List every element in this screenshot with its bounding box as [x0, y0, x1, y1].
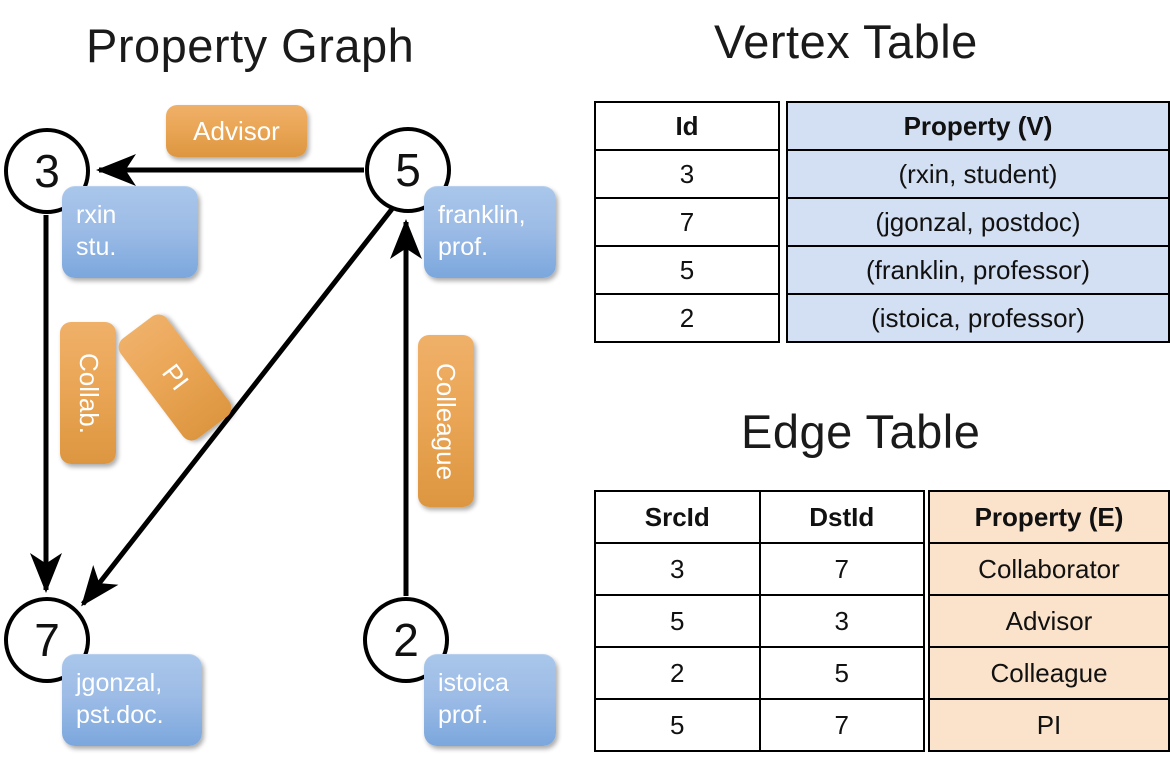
node-5[interactable]: 5 [365, 127, 451, 213]
node-property-jgonzal-line1: jgonzal, [76, 669, 163, 697]
edge-table-cell-dstid: 3 [758, 594, 925, 648]
edge-table-cell-srcid: 5 [594, 698, 761, 752]
table-row[interactable]: 5 3 [594, 594, 925, 648]
edge-table-cell-dstid: 7 [758, 542, 925, 596]
edge-table-cell-srcid: 5 [594, 594, 761, 648]
table-row[interactable]: 5 7 [594, 698, 925, 752]
table-row[interactable]: 3 7 [594, 542, 925, 596]
vertex-table-header-property: Property (V) [786, 101, 1170, 151]
node-property-rxin-line2: stu. [76, 233, 117, 261]
edge-table-header-property: Property (E) [928, 490, 1170, 544]
vertex-table-cell-property: (rxin, student) [786, 149, 1170, 199]
edge-table-cell-dstid: 5 [758, 646, 925, 700]
table-row[interactable]: (franklin, professor) [786, 245, 1170, 295]
page-title-vertex-table: Vertex Table [714, 15, 978, 68]
edge-table-cell-dstid: 7 [758, 698, 925, 752]
node-3-label: 3 [34, 145, 60, 197]
node-2[interactable]: 2 [363, 597, 449, 683]
table-row[interactable]: 3 [594, 149, 780, 199]
node-property-jgonzal[interactable]: jgonzal, pst.doc. [62, 654, 202, 746]
node-property-franklin-line1: franklin, [438, 201, 526, 229]
edge-label-colleague[interactable]: Colleague [418, 335, 474, 507]
edge-table-src-dst-columns: SrcId DstId 3 7 5 3 2 5 5 7 [594, 490, 925, 752]
table-row[interactable]: 7 [594, 197, 780, 247]
table-row[interactable]: 2 [594, 293, 780, 343]
edge-label-pi-text: PI [156, 358, 195, 397]
node-property-istoica-line2: prof. [438, 701, 489, 729]
table-row[interactable]: (istoica, professor) [786, 293, 1170, 343]
edge-table-cell-srcid: 3 [594, 542, 761, 596]
edge-table-cell-property: Advisor [928, 594, 1170, 648]
edge-label-colleague-text: Colleague [431, 362, 462, 480]
edge-table-cell-property: Colleague [928, 646, 1170, 700]
table-header-row: Property (E) [928, 490, 1170, 544]
table-row[interactable]: Collaborator [928, 542, 1170, 596]
node-7-label: 7 [34, 614, 60, 666]
table-header-row: Property (V) [786, 101, 1170, 151]
vertex-table-cell-property: (jgonzal, postdoc) [786, 197, 1170, 247]
node-5-label: 5 [395, 144, 421, 196]
node-property-rxin-line1: rxin [76, 201, 117, 229]
edge-table-header-srcid: SrcId [594, 490, 761, 544]
edge-label-collab-text: Collab. [73, 352, 104, 434]
node-property-franklin-line2: prof. [438, 233, 489, 261]
vertex-table-cell-id: 7 [594, 197, 780, 247]
table-row[interactable]: Advisor [928, 594, 1170, 648]
page-title-property-graph: Property Graph [86, 19, 415, 72]
vertex-table-cell-id: 3 [594, 149, 780, 199]
edge-table-cell-property: Collaborator [928, 542, 1170, 596]
page-title-edge-table: Edge Table [741, 405, 981, 458]
node-2-label: 2 [393, 614, 419, 666]
table-row[interactable]: (jgonzal, postdoc) [786, 197, 1170, 247]
table-row[interactable]: 2 5 [594, 646, 925, 700]
edge-table-cell-srcid: 2 [594, 646, 761, 700]
edge-table-property-column: Property (E) Collaborator Advisor Collea… [928, 490, 1170, 752]
node-property-istoica[interactable]: istoica prof. [424, 654, 556, 746]
vertex-table-cell-id: 5 [594, 245, 780, 295]
property-graph-panel: Property Graph Advisor Collab. P [4, 19, 556, 746]
vertex-table-header-id: Id [594, 101, 780, 151]
node-property-rxin[interactable]: rxin stu. [62, 186, 198, 278]
edge-label-advisor-text: Advisor [193, 115, 280, 146]
vertex-table-cell-id: 2 [594, 293, 780, 343]
table-header-row: Id [594, 101, 780, 151]
edge-label-collab[interactable]: Collab. [60, 322, 116, 464]
table-row[interactable]: PI [928, 698, 1170, 752]
table-row[interactable]: (rxin, student) [786, 149, 1170, 199]
table-header-row: SrcId DstId [594, 490, 925, 544]
vertex-table-property-column: Property (V) (rxin, student) (jgonzal, p… [786, 101, 1170, 343]
vertex-table-cell-property: (franklin, professor) [786, 245, 1170, 295]
vertex-table-cell-property: (istoica, professor) [786, 293, 1170, 343]
vertex-table-id-column: Id 3 7 5 2 [594, 101, 780, 343]
node-property-istoica-line1: istoica [438, 669, 509, 697]
edge-arrow-5-to-7 [81, 207, 394, 607]
edge-table-cell-property: PI [928, 698, 1170, 752]
edge-label-advisor[interactable]: Advisor [166, 105, 307, 157]
edge-table-header-dstid: DstId [758, 490, 925, 544]
table-row[interactable]: Colleague [928, 646, 1170, 700]
table-row[interactable]: 5 [594, 245, 780, 295]
graph-edges-svg [30, 154, 422, 607]
node-property-franklin[interactable]: franklin, prof. [424, 186, 556, 278]
node-property-jgonzal-line2: pst.doc. [76, 701, 164, 729]
